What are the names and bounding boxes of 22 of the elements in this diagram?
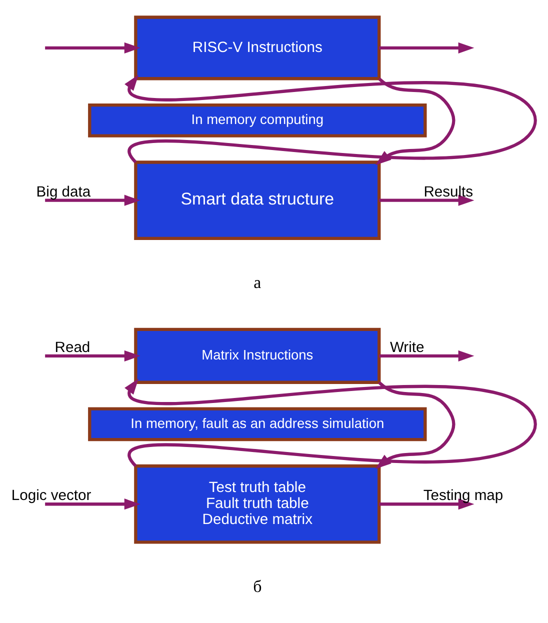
arrow bbox=[45, 42, 140, 53]
arrow bbox=[379, 498, 474, 510]
edge-label: Read bbox=[54, 339, 90, 356]
arrow bbox=[45, 350, 140, 361]
node-box: In memory, fault as an address simulation bbox=[88, 406, 427, 441]
label: б bbox=[253, 576, 262, 596]
node-box: RISC-V Instructions bbox=[134, 15, 381, 80]
arrow bbox=[45, 498, 140, 510]
edge-label: Write bbox=[390, 339, 424, 356]
node-box: Smart data structure bbox=[134, 160, 381, 240]
node-box: Test truth table Fault truth table Deductive matrix bbox=[134, 464, 381, 544]
edge-label: Big data bbox=[36, 184, 91, 200]
arrow bbox=[45, 194, 140, 206]
arrow bbox=[379, 42, 474, 53]
edge-label: Results bbox=[424, 184, 474, 200]
edge-label: Testing map bbox=[423, 488, 504, 504]
label: а bbox=[254, 272, 262, 292]
arrow bbox=[379, 350, 474, 361]
edge-label: Logic vector bbox=[11, 488, 92, 504]
node-box: In memory computing bbox=[88, 103, 427, 137]
node-box: Matrix Instructions bbox=[134, 327, 381, 384]
arrow bbox=[379, 194, 474, 206]
